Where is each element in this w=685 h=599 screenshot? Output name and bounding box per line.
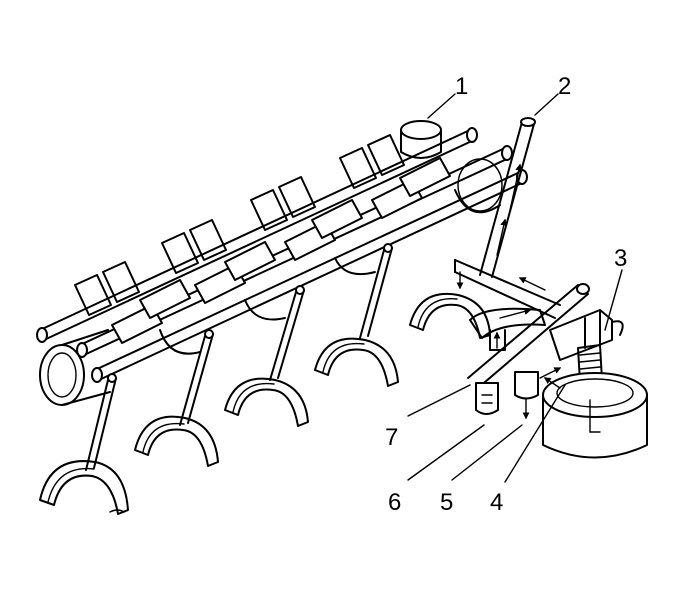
oil-pump-cap [400,120,442,159]
callout-4: 4 [490,489,503,516]
oil-gallery-rails [36,127,528,383]
callout-7: 7 [385,424,398,451]
tappet-row [74,134,405,316]
callout-3: 3 [614,245,627,272]
leader-3 [604,269,623,331]
diagonal-oil-pipe [467,283,590,389]
leader-2 [534,93,559,116]
oil-filter [542,372,648,459]
leader-1 [427,93,456,119]
relief-valve [475,382,499,415]
feed-rods [85,243,393,471]
leader-5 [451,424,523,481]
counterweights [159,158,503,355]
oil-pump-assembly [454,117,648,459]
lifter-row [111,157,451,344]
leader-7 [407,384,471,417]
callout-1: 1 [455,73,468,100]
main-feed-tube [479,117,536,278]
crank-journal-front [39,329,111,406]
leader-4 [504,384,566,483]
callout-5: 5 [440,489,453,516]
leader-lines [407,93,623,483]
bypass-valve [514,367,562,420]
leader-6 [407,424,485,481]
main-bearing-shells [39,292,491,515]
valve-train-assembly [36,120,528,515]
pump-body [549,309,624,383]
callout-2: 2 [558,73,571,100]
callout-labels: 1 2 3 4 5 6 7 [385,73,627,516]
callout-6: 6 [388,489,401,516]
oil-manifold [454,259,561,351]
